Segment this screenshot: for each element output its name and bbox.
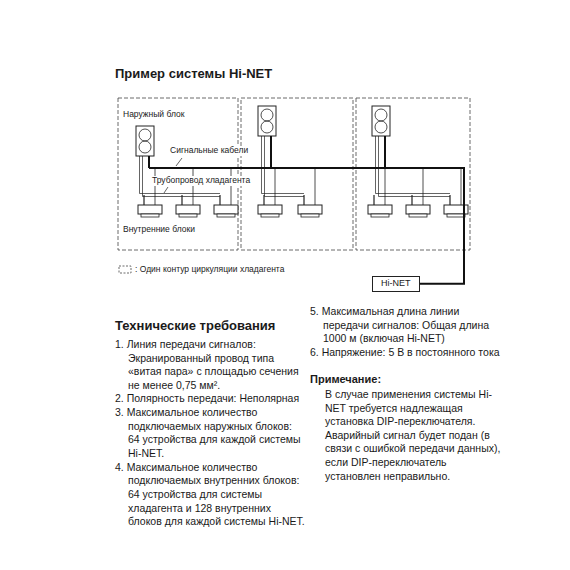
signal-cable (275, 168, 276, 205)
refrigerant-circuit (241, 98, 353, 250)
requirement-item: 1. Линия передачи сигналов: (115, 338, 305, 352)
refrigerant-pipe (303, 195, 304, 205)
signal-cable (315, 168, 316, 205)
outdoor-unit (136, 126, 154, 156)
refrigerant-pipe (181, 195, 182, 205)
indoor-unit (214, 205, 238, 217)
title: Пример системы Hi-NET (115, 66, 272, 83)
leader-line (176, 158, 182, 166)
legend-item: : Один контур циркуляции хладагента (118, 264, 284, 275)
section-heading: Примечание: (310, 372, 502, 386)
signal-cable (271, 167, 315, 169)
indoor-unit (406, 205, 430, 217)
refrigerant-pipe (143, 195, 144, 205)
refrigerant-pipe (449, 195, 450, 205)
indoor-unit (258, 205, 282, 217)
part-label: Сигнальные кабели (168, 146, 250, 156)
illustration (118, 98, 470, 284)
signal-cable (461, 168, 462, 205)
indoor-unit (298, 205, 322, 217)
refrigerant-circuit (356, 98, 470, 250)
refrigerant-pipe (140, 156, 221, 194)
requirement-item: 3. Максимальное количество подключаемых … (115, 406, 305, 461)
part-label: Наружный блок (121, 110, 186, 120)
refrigerant-pipe (376, 136, 451, 194)
signal-cable (231, 168, 232, 205)
controller-box: Hi-NET (372, 276, 420, 292)
note-text: В случае применения системы Hi-NET требу… (310, 388, 502, 483)
requirement-item: 4. Максимальное количество подключаемых … (115, 461, 305, 529)
requirement-item: 2. Полярность передачи: Неполярная (115, 392, 305, 406)
refrigerant-pipe (219, 195, 220, 205)
requirement-item: Экранированный провод типа «витая пара» … (115, 352, 305, 393)
refrigerant-pipe (373, 195, 374, 205)
legend-swatch (118, 265, 132, 274)
signal-cable (155, 168, 156, 205)
leader-line (164, 187, 168, 193)
signal-cable (385, 167, 461, 169)
indoor-unit (176, 205, 200, 217)
part-label: Внутренние блоки (121, 225, 197, 235)
refrigerant-pipe (411, 195, 412, 205)
outdoor-unit (372, 106, 390, 136)
signal-cable (148, 156, 150, 168)
refrigerant-pipe (263, 195, 264, 205)
refrigerant-pipe (265, 136, 305, 197)
signal-cable (423, 168, 424, 205)
node-text: Hi-NET (373, 277, 419, 291)
signal-cable (385, 168, 386, 205)
indoor-unit (368, 205, 392, 217)
signal-cable (193, 168, 194, 205)
indoor-unit (138, 205, 162, 217)
signal-cable (384, 136, 386, 168)
signal-cable (270, 136, 272, 168)
signal-cable (149, 167, 231, 169)
refrigerant-circuit (118, 98, 238, 250)
legend-text: : Один контур циркуляции хладагента (135, 264, 284, 275)
refrigerant-pipe (262, 136, 305, 194)
requirement-item: 6. Напряжение: 5 В в постоянного тока (310, 346, 502, 360)
part-label: Трубопровод хладагента (150, 176, 252, 186)
refrigerant-pipe (379, 136, 451, 197)
outdoor-unit (258, 106, 276, 136)
requirement-item: 5. Максимальная длина линии передачи сиг… (310, 305, 502, 346)
section-heading: Технические требования (115, 318, 305, 335)
